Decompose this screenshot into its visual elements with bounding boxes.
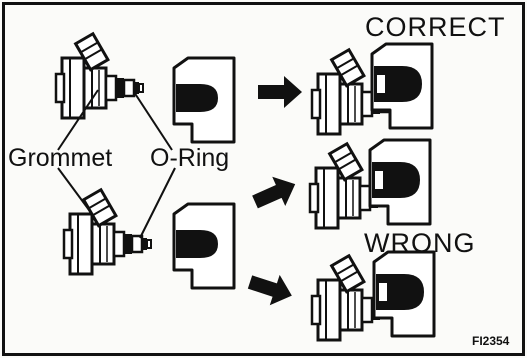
grommet-leader-lines bbox=[57, 89, 99, 215]
grommet-label: Grommet bbox=[8, 144, 113, 172]
assembly-wrong-1 bbox=[308, 138, 432, 230]
o-ring-label: O-Ring bbox=[150, 144, 230, 172]
o-ring-leader-lines bbox=[133, 91, 176, 239]
figure-code: FI2354 bbox=[472, 334, 510, 348]
delivery-pipe-top bbox=[172, 56, 236, 144]
injector-bottom-left bbox=[62, 188, 153, 276]
injector-top-left bbox=[54, 32, 145, 120]
correct-label: CORRECT bbox=[365, 12, 506, 42]
delivery-pipe-bottom bbox=[172, 202, 236, 290]
right-arrow-icon bbox=[245, 266, 297, 311]
assembly-correct bbox=[310, 42, 434, 136]
right-arrow-icon bbox=[258, 76, 302, 108]
wrong-label: WRONG bbox=[364, 228, 476, 258]
assembly-wrong-2 bbox=[310, 250, 436, 342]
right-arrow-icon bbox=[248, 169, 302, 217]
